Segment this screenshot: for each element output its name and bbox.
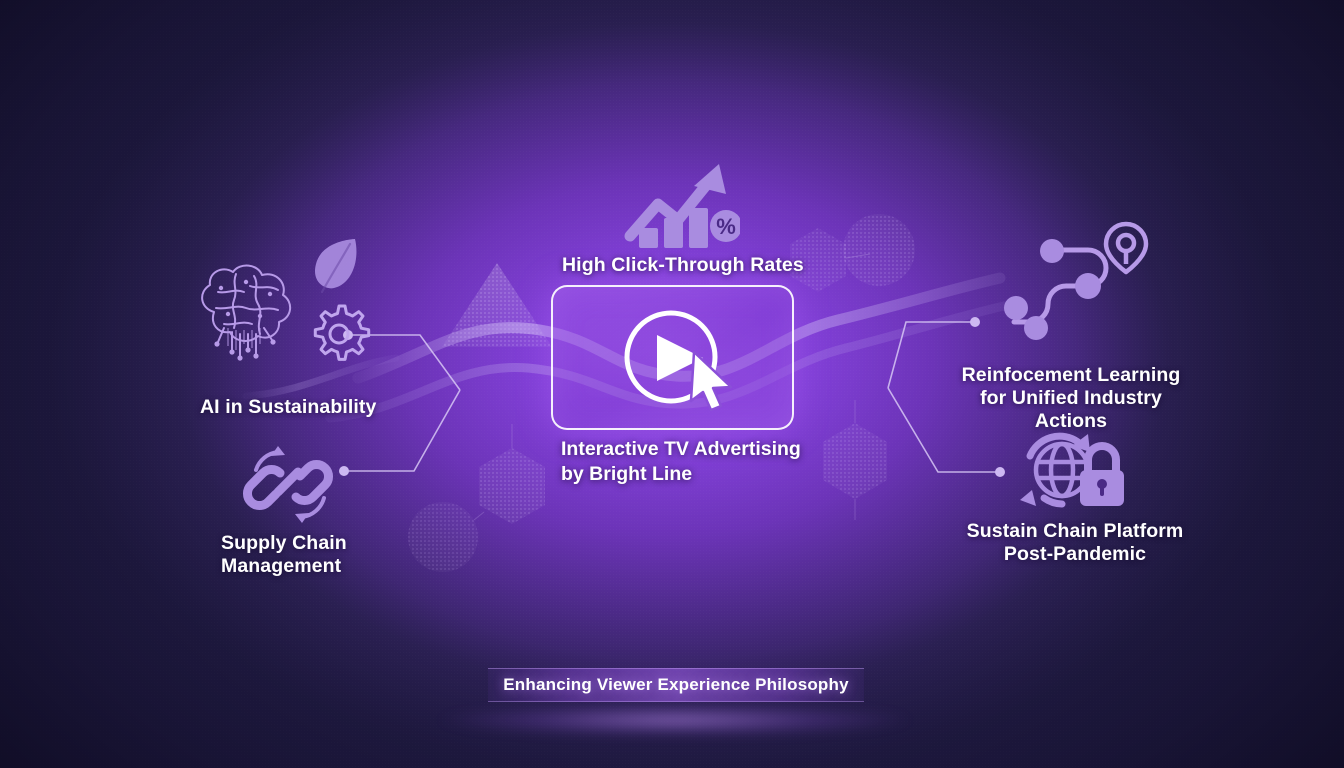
node-label-supply-chain: Supply Chain Management — [221, 532, 347, 577]
play-button-cursor-icon — [624, 310, 733, 412]
bottom-banner: Enhancing Viewer Experience Philosophy — [488, 668, 864, 702]
lock-icon — [1080, 442, 1124, 506]
globe-refresh-lock-icon — [1018, 428, 1134, 514]
tv-screen-card[interactable] — [551, 285, 794, 430]
cursor-icon — [689, 350, 733, 412]
chain-link-refresh-icon — [240, 440, 340, 530]
connector-dot-right-lower — [995, 467, 1005, 477]
gear-icon — [305, 300, 373, 368]
map-pin-icon — [1103, 221, 1149, 275]
node-label-reinforcement-learning: Reinfocement Learning for Unified Indust… — [961, 364, 1181, 432]
connector-dot-right-upper — [970, 317, 980, 327]
brain-circuit-icon — [188, 258, 306, 368]
percent-badge-icon: % — [710, 210, 742, 242]
bottom-banner-text: Enhancing Viewer Experience Philosophy — [503, 675, 849, 694]
node-label-sustain-chain: Sustain Chain Platform Post-Pandemic — [966, 520, 1184, 565]
svg-text:%: % — [716, 214, 736, 239]
growth-chart-arrow-icon: % — [616, 156, 742, 252]
center-node-label: Interactive TV Advertising by Bright Lin… — [561, 438, 801, 485]
node-label-click-through: High Click-Through Rates — [562, 254, 804, 276]
connector-dot-left-lower — [339, 466, 349, 476]
node-label-ai-sustainability: AI in Sustainability — [200, 396, 377, 418]
route-path-icon — [996, 218, 1156, 340]
leaf-icon — [306, 230, 368, 298]
